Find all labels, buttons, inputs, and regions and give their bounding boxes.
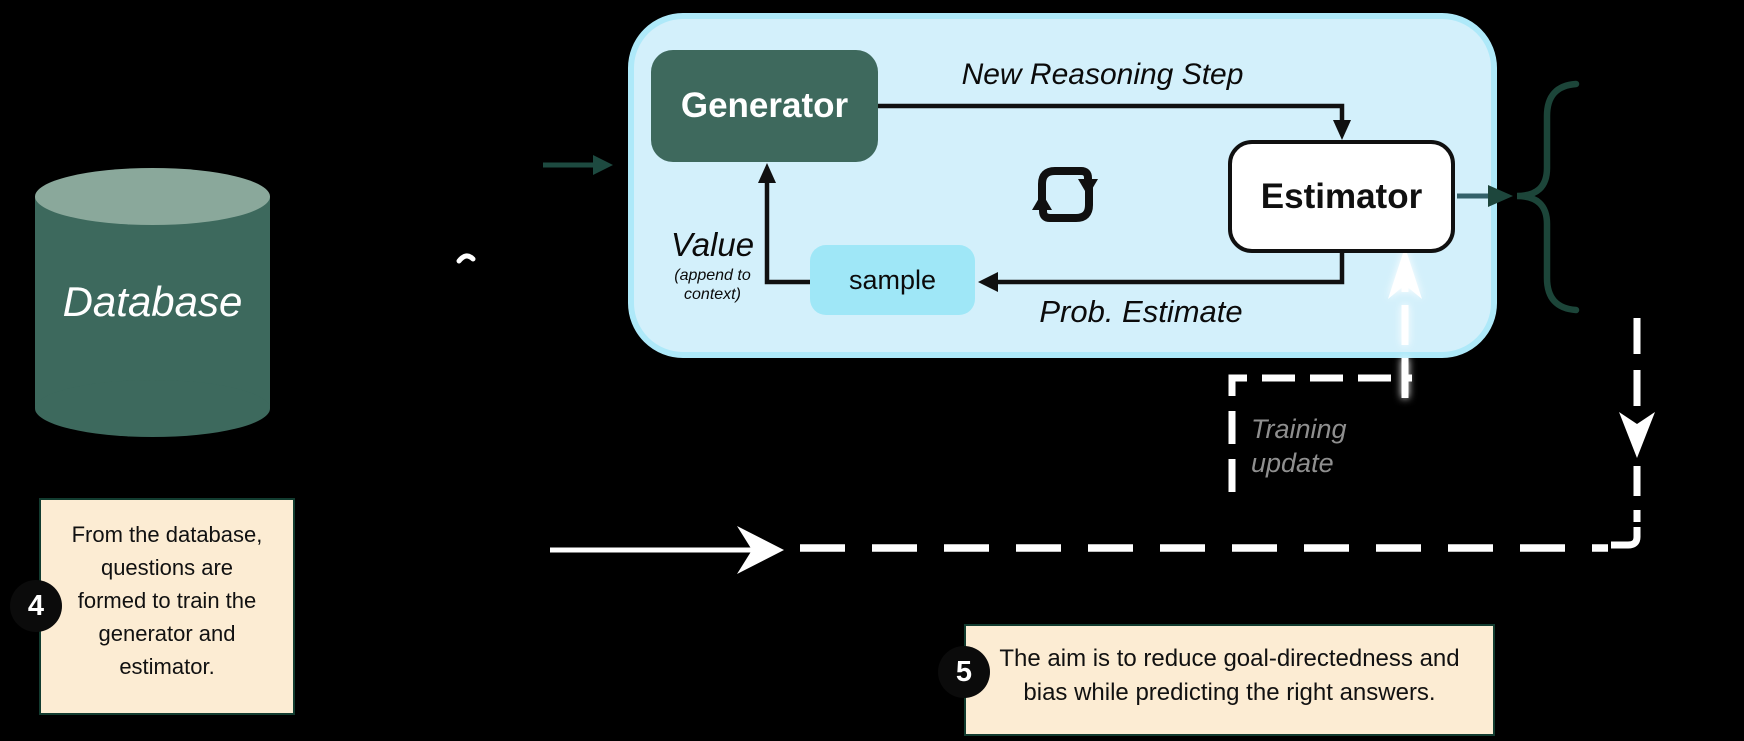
training-update-label: Training update	[1251, 414, 1347, 478]
note-5: The aim is to reduce goal-directedness a…	[964, 624, 1495, 736]
estimator-output-arrow	[1457, 185, 1513, 207]
cycle-icon	[1032, 167, 1098, 222]
bottom-flow-arrow	[550, 526, 1608, 574]
prob-estimate-label: Prob. Estimate	[1039, 294, 1243, 329]
step-4-badge: 4	[10, 580, 62, 632]
value-label: Value	[670, 226, 755, 263]
generator-label: Generator	[680, 86, 849, 125]
value-append-note: (append to context)	[674, 267, 751, 303]
database-cylinder-bottom	[35, 380, 270, 437]
database-label: Database	[62, 278, 243, 325]
new-reasoning-step-label: New Reasoning Step	[961, 58, 1244, 91]
right-dashed-descent	[1611, 318, 1655, 549]
generator-node: Generator	[651, 50, 878, 162]
sample-node: sample	[810, 245, 975, 315]
sample-label: sample	[848, 264, 937, 295]
database-cylinder-body	[35, 196, 270, 408]
training-update-up-arrow	[1388, 247, 1422, 398]
estimator-to-sample-arrow	[978, 253, 1345, 292]
estimator-label: Estimator	[1260, 176, 1423, 216]
output-brace	[1516, 80, 1580, 314]
note-4: From the database, questions are formed …	[39, 498, 295, 715]
small-white-artifact	[456, 253, 476, 264]
pipeline-entry-arrow	[543, 155, 613, 175]
estimator-node: Estimator	[1228, 140, 1455, 253]
step-5-badge: 5	[938, 646, 990, 698]
generator-to-estimator-arrow	[878, 103, 1351, 140]
training-update-path	[1228, 374, 1412, 492]
sample-to-generator-arrow	[758, 163, 810, 285]
database-cylinder-top	[35, 168, 270, 225]
